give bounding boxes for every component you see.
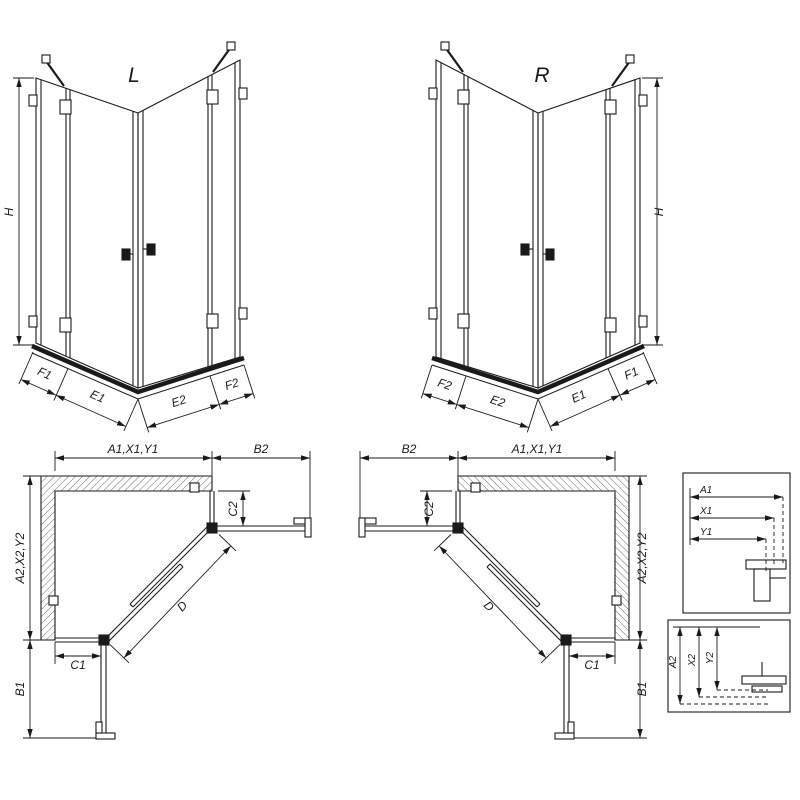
dim-label-a2x2y2-right: A2,X2,Y2 <box>635 532 649 584</box>
dim-label-e2-right: E2 <box>489 392 508 410</box>
dim-label-b1-right: B1 <box>635 682 649 697</box>
dim-label-e2-left: E2 <box>170 392 189 410</box>
dim-label-c1-right: C1 <box>584 658 599 672</box>
detail-label-y1: Y1 <box>700 527 712 538</box>
variant-label-left: L <box>128 64 140 87</box>
dim-label-a1x1y1-left: A1,X1,Y1 <box>107 442 159 456</box>
dim-label-f2-right: F2 <box>436 375 454 393</box>
dim-label-a1x1y1-right: A1,X1,Y1 <box>511 442 563 456</box>
detail-label-y2: Y2 <box>705 651 716 664</box>
variant-label-right: R <box>534 64 549 87</box>
dim-label-b2-left: B2 <box>254 442 269 456</box>
elevation-view-right: R H F2 E2 E1 F1 <box>421 42 666 432</box>
wall-profile-section-vertical <box>741 662 787 693</box>
dim-label-height-right: H <box>652 207 666 216</box>
detail-label-x2: X2 <box>687 653 698 667</box>
dim-label-b1-left: B1 <box>13 682 27 697</box>
detail-box-vertical <box>667 619 791 713</box>
wall-profile-section-horizontal <box>745 559 787 602</box>
dim-label-f2-left: F2 <box>223 375 241 393</box>
detail-label-a2: A2 <box>668 655 679 669</box>
detail-label-x1: X1 <box>699 506 712 517</box>
detail-vertical-profile: A2 X2 Y2 <box>667 619 791 713</box>
dim-label-e1-left: E1 <box>88 387 107 406</box>
elevation-view-left: L H F1 E1 E2 F2 <box>2 42 255 432</box>
detail-label-a1: A1 <box>699 485 712 496</box>
dim-label-a2x2y2-left: A2,X2,Y2 <box>13 532 27 584</box>
dim-label-e1-right: E1 <box>569 387 588 406</box>
detail-box-horizontal <box>682 472 791 614</box>
detail-vertical-dim-lines <box>673 626 768 705</box>
dim-label-height-left: H <box>2 207 16 216</box>
dim-label-c2-right: C2 <box>422 501 436 517</box>
dim-label-c1-left: C1 <box>70 658 85 672</box>
dim-label-b2-right: B2 <box>402 442 417 456</box>
dim-label-c2-left: C2 <box>226 501 240 517</box>
detail-horizontal-dim-lines <box>689 488 784 571</box>
dim-label-f1-left: F1 <box>35 364 53 382</box>
detail-horizontal-profile: A1 X1 Y1 <box>682 472 791 614</box>
dim-label-f1-right: F1 <box>622 364 640 382</box>
